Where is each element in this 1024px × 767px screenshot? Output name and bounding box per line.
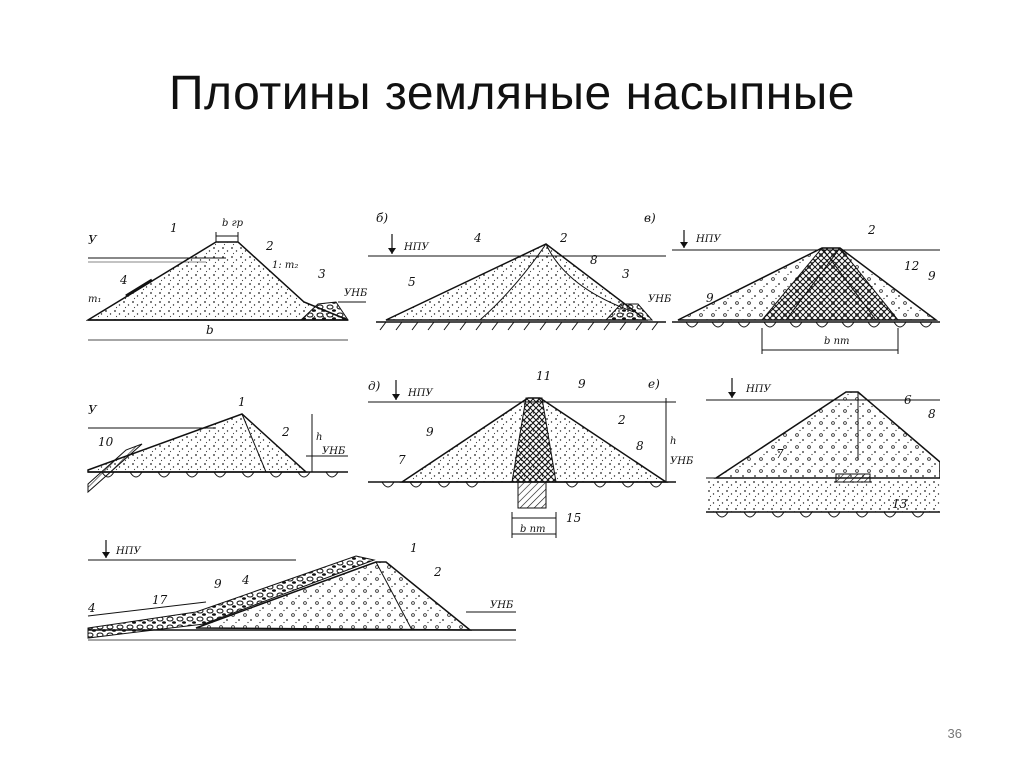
level-npu-label-c: НПУ: [695, 234, 721, 245]
part-17-label-g: 17: [152, 593, 168, 607]
panel-c-letter: в): [644, 211, 656, 225]
part-8-label-b: 8: [590, 253, 598, 267]
level-npu-label-g: НПУ: [115, 546, 141, 557]
part-2-label: 2: [265, 239, 274, 253]
part-5-label-b: 5: [408, 275, 416, 289]
slope-m1-label: m₁: [88, 294, 102, 305]
panel-b-letter: б): [376, 211, 388, 225]
part-12-label-c: 12: [904, 259, 919, 273]
section-a: У 1 2 3 4 b гр 1: m₂ m₁ b УНБ: [86, 218, 368, 341]
part-7-label-f: 7: [776, 447, 784, 461]
level-unb-label-e: УНБ: [670, 456, 694, 467]
level-unb-label-d: УНБ: [322, 446, 346, 457]
part-9-label-e-left: 9: [426, 425, 434, 439]
part-8-label-e: 8: [636, 439, 644, 453]
part-2-label-b: 2: [559, 231, 568, 245]
part-6-label-f: 6: [904, 393, 912, 407]
part-1-label: 1: [170, 221, 178, 235]
part-4-label-b: 4: [473, 231, 482, 245]
part-1-label-g: 1: [410, 541, 418, 555]
section-c: в) НПУ 2 12 9 9 b пт: [644, 211, 940, 354]
level-npu-label-e: НПУ: [407, 388, 433, 399]
part-15-label-e: 15: [566, 511, 581, 525]
slope-m2-label: 1: m₂: [272, 260, 298, 271]
part-9-label-c-right: 9: [928, 269, 936, 283]
part-2-label-c: 2: [867, 223, 876, 237]
part-3-label-b: 3: [622, 267, 630, 281]
part-2-label-d: 2: [281, 425, 290, 439]
page-number: 36: [947, 726, 962, 741]
level-unb-label-b: УНБ: [648, 294, 672, 305]
core-width-label-e: b пт: [520, 524, 546, 535]
base-width-label: b: [206, 323, 214, 337]
part-4-label: 4: [119, 273, 128, 287]
level-npu-label-f: НПУ: [745, 384, 771, 395]
part-2-label-e: 2: [617, 413, 626, 427]
part-13-label-f: 13: [892, 497, 908, 511]
part-9-label-e-top: 9: [578, 377, 586, 391]
level-u-label: У: [88, 233, 98, 247]
core-width-label-c: b пт: [824, 336, 850, 347]
part-9-label-c-left: 9: [706, 291, 714, 305]
dam-cross-sections-figure: У 1 2 3 4 b гр 1: m₂ m₁ b УНБ б) НПУ 2 8…: [86, 192, 940, 662]
section-g: НПУ 1 2 9 4 17 4 УНБ: [87, 540, 516, 641]
part-4-label-g-left: 4: [87, 601, 96, 615]
part-9-label-g: 9: [214, 577, 222, 591]
level-u-label-d: У: [88, 403, 98, 417]
part-11-label-e: 11: [536, 369, 551, 383]
panel-d-letter: д): [368, 379, 381, 393]
section-b: б) НПУ 2 8 5 4 3 УНБ: [368, 211, 672, 331]
level-npu-label-b: НПУ: [403, 242, 429, 253]
section-f: е) НПУ 6 8 7 13: [648, 377, 940, 518]
height-label-d: h: [316, 432, 322, 443]
slide-title: Плотины земляные насыпные: [169, 67, 855, 120]
part-8-label-f: 8: [928, 407, 936, 421]
panel-e-letter: е): [648, 377, 660, 391]
level-unb-label: УНБ: [344, 288, 368, 299]
part-2-label-g: 2: [433, 565, 442, 579]
part-7-label-e: 7: [398, 453, 406, 467]
part-10-label-d: 10: [98, 435, 114, 449]
section-d: У 1 2 10 h УНБ: [87, 395, 348, 494]
crest-width-label: b гр: [222, 218, 244, 229]
part-1-label-d: 1: [238, 395, 246, 409]
part-4-label-g: 4: [241, 573, 250, 587]
section-e: д) НПУ 11 9 9 2 8 7 15 b пт h УНБ: [368, 369, 694, 538]
part-3-label: 3: [318, 267, 326, 281]
level-unb-label-g: УНБ: [490, 600, 514, 611]
height-label-e: h: [670, 436, 676, 447]
